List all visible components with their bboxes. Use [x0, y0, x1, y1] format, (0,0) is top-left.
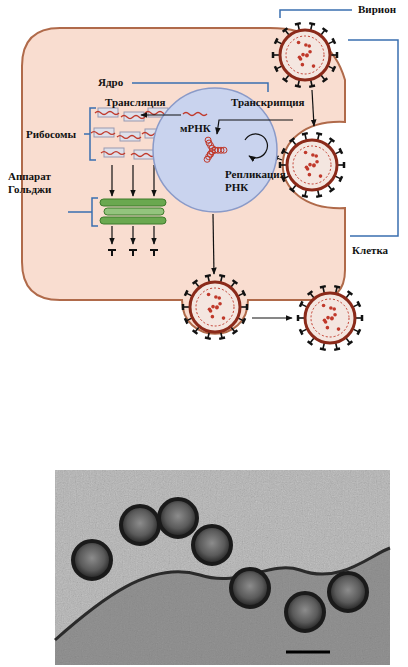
- virion-particle: [159, 499, 197, 537]
- virion-particle: [286, 593, 324, 631]
- virion-particle: [73, 541, 111, 579]
- mrna-strand: [117, 136, 141, 139]
- mrna-strand: [91, 132, 115, 135]
- virion: [298, 286, 362, 350]
- virion-particle: [193, 526, 231, 564]
- spike-proteins: [108, 250, 158, 256]
- process-label: Репликация РНК: [225, 168, 291, 194]
- virion: [273, 23, 337, 87]
- part-label: Рибосомы: [26, 128, 76, 141]
- mrna-strand: [121, 116, 145, 119]
- nucleus: ТрансляцияТранскрипциямРНКРепликация РНК: [153, 88, 277, 212]
- mrna-strand: [131, 154, 155, 157]
- process-label: Трансляция: [105, 96, 166, 109]
- part-label: Клетка: [352, 244, 388, 257]
- virion: [280, 133, 344, 197]
- virion-particle: [121, 506, 159, 544]
- electron-micrograph: [55, 470, 390, 665]
- virion: [183, 275, 247, 339]
- process-label: мРНК: [180, 122, 211, 135]
- cell-membrane: [22, 28, 345, 334]
- mrna-strand: [101, 152, 125, 155]
- golgi-apparatus: [100, 199, 166, 224]
- part-label: Аппарат Гольджи: [8, 170, 66, 196]
- brackets: [68, 10, 398, 236]
- part-label: Ядро: [98, 76, 123, 89]
- part-label: Вирион: [358, 3, 396, 16]
- process-label: Транскрипция: [231, 96, 305, 109]
- mrna-strand: [95, 112, 119, 115]
- virion-particle: [329, 573, 367, 611]
- virion-particle: [231, 569, 269, 607]
